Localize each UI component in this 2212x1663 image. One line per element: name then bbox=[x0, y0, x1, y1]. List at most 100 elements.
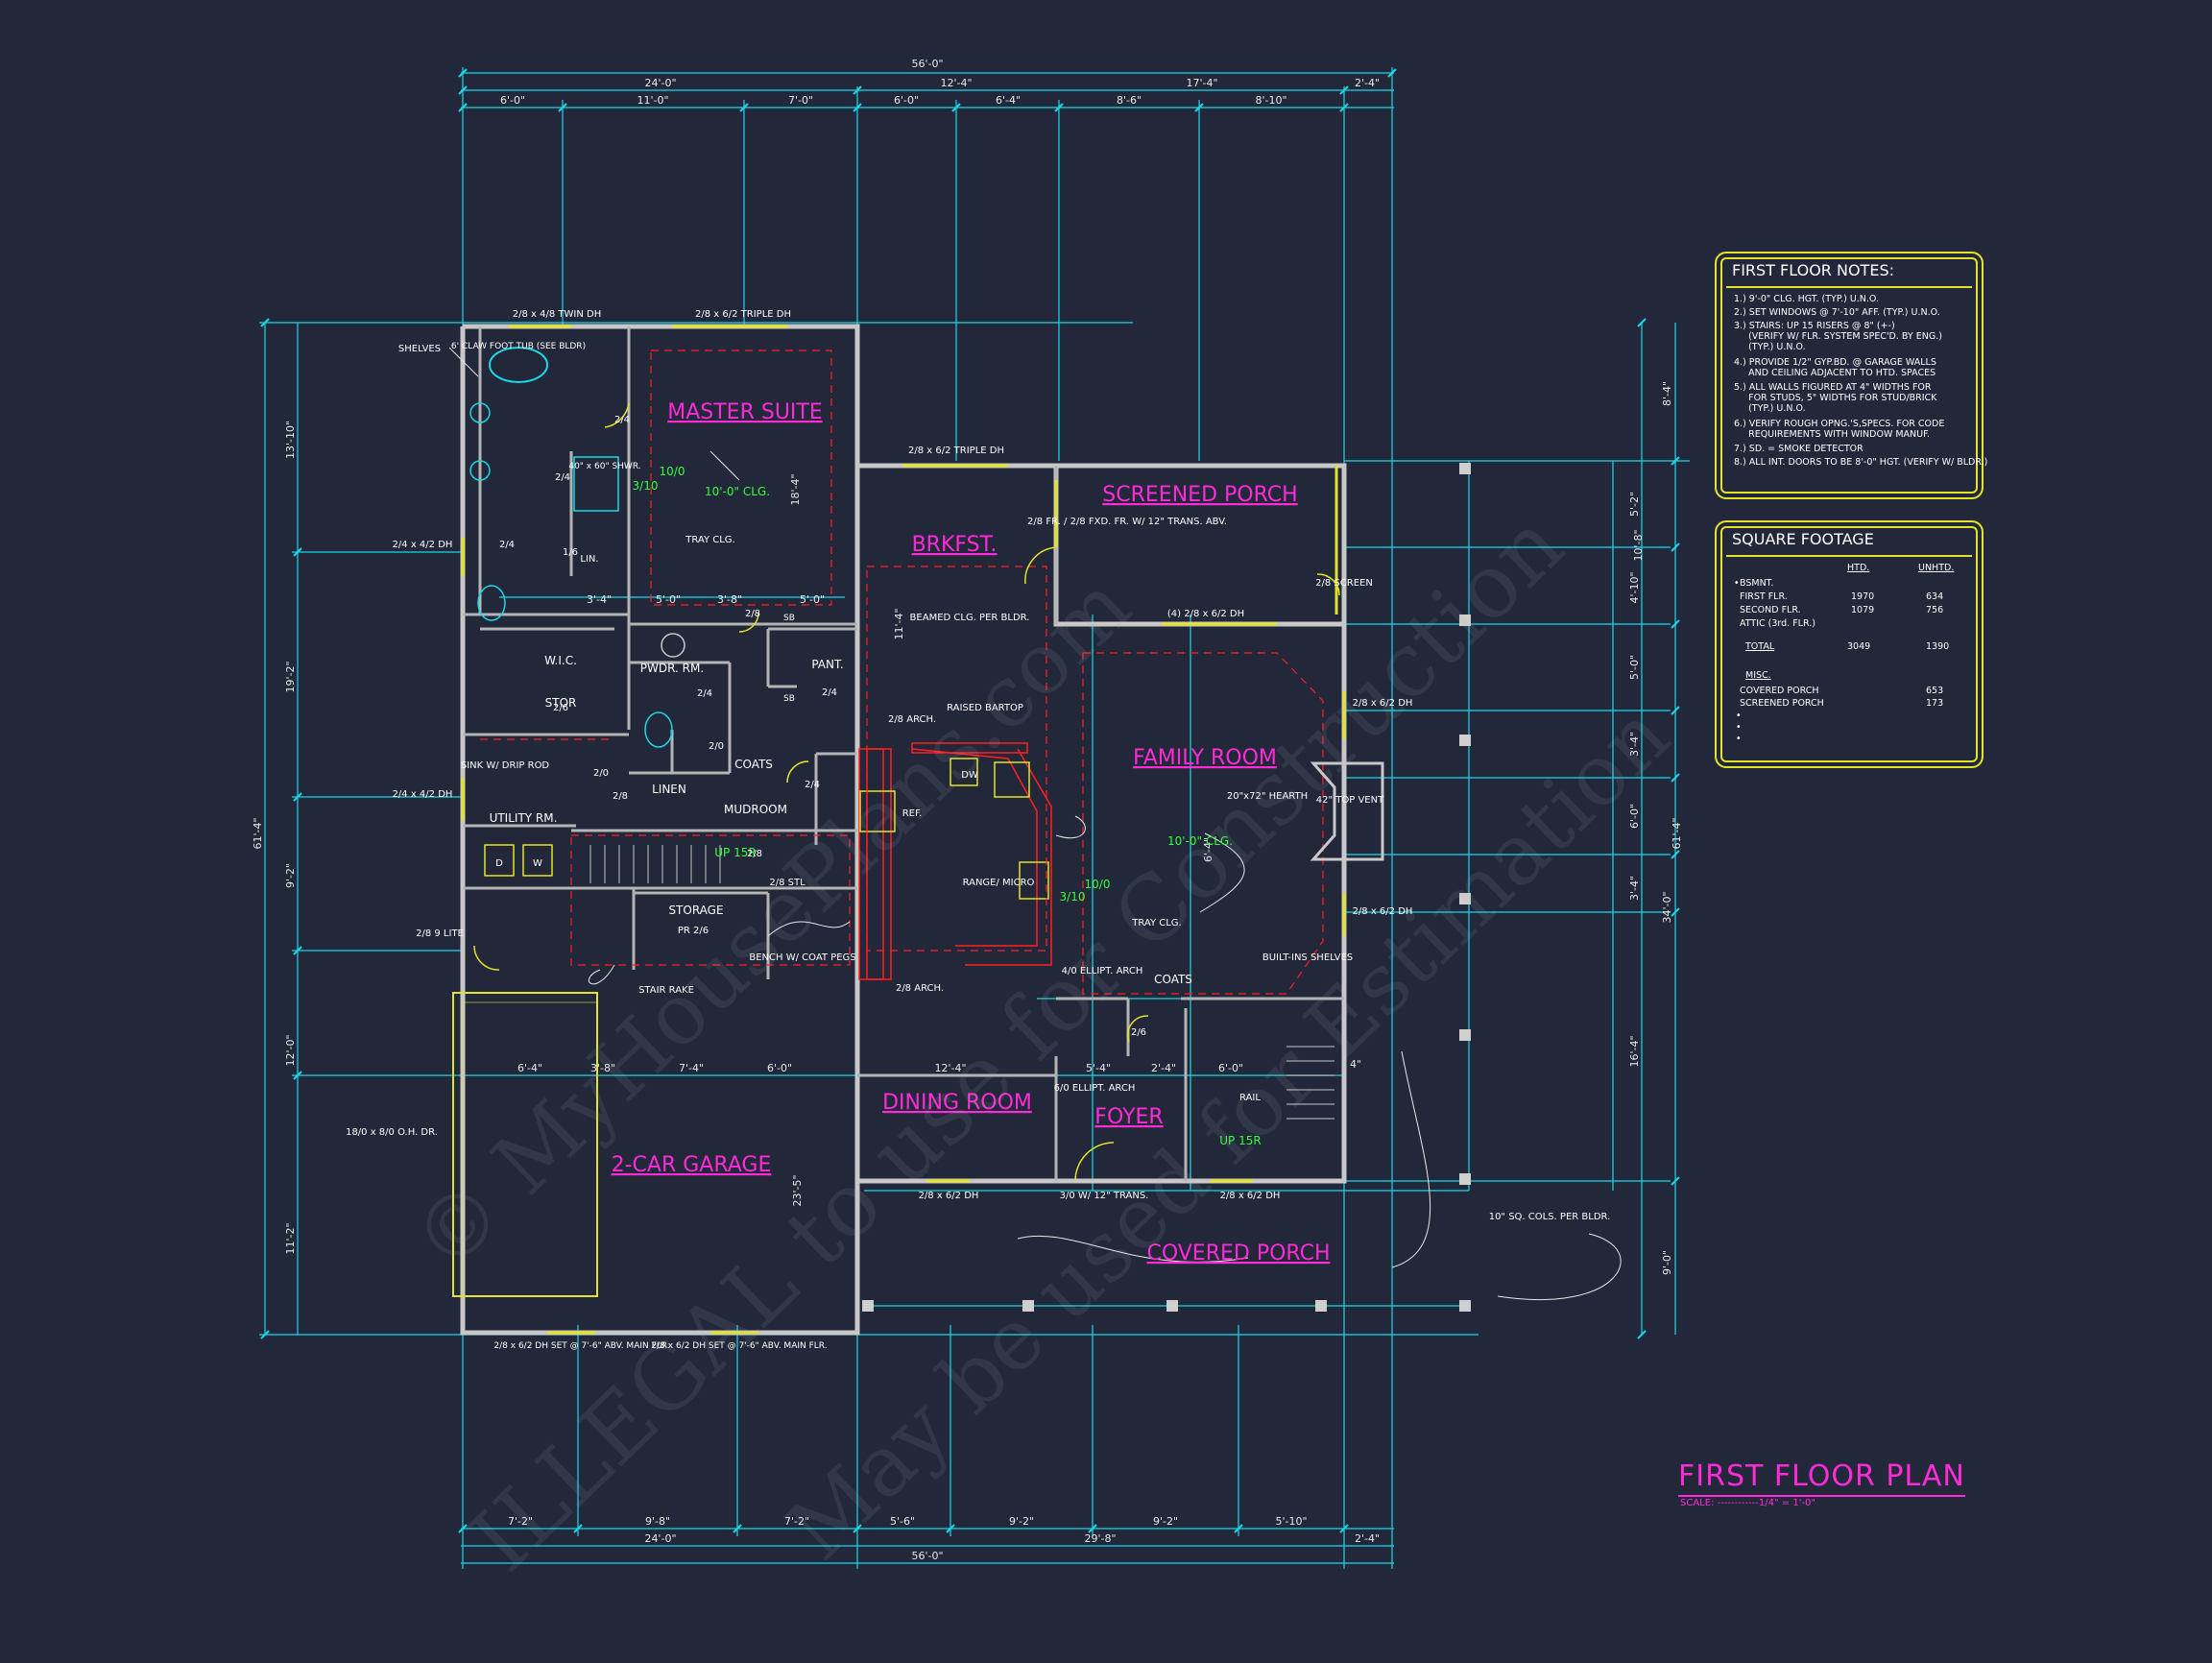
label-beamed-ceiling: BEAMED CLG. PER BLDR. bbox=[910, 613, 1030, 623]
label-tub: 6' CLAW FOOT TUB (SEE BLDR) bbox=[451, 342, 586, 351]
claw-foot-tub bbox=[489, 347, 548, 383]
dim-top-3: 8'-10" bbox=[1255, 94, 1286, 107]
powder-sink bbox=[661, 633, 685, 658]
dim-interior: 6'-0" bbox=[767, 1062, 792, 1074]
room-pantry: PANT. bbox=[811, 658, 843, 671]
room-master-suite: MASTER SUITE bbox=[667, 400, 823, 424]
dim-left: 13'-10" bbox=[284, 421, 297, 459]
dim-left: 11'-2" bbox=[284, 1222, 297, 1254]
dim-interior: 18'-4" bbox=[789, 473, 802, 505]
dim-right: 6'-0" bbox=[1628, 804, 1641, 829]
dim-bottom-2: 24'-0" bbox=[644, 1532, 676, 1545]
sqft-misc-label: MISC. bbox=[1745, 670, 1771, 681]
room-powder: PWDR. RM. bbox=[640, 662, 704, 675]
label-window-bottom-2: 2/8 x 6/2 DH SET @ 7'-6" ABV. MAIN FLR. bbox=[651, 1341, 827, 1351]
dim-bottom-2: 2'-4" bbox=[1355, 1532, 1380, 1545]
sqft-bullet: • bbox=[1736, 711, 1742, 721]
label-window-bottom-1: 2/8 x 6/2 DH SET @ 7'-6" ABV. MAIN FLR. bbox=[493, 1341, 669, 1351]
sqft-col-htd: HTD. bbox=[1847, 563, 1870, 573]
label-washer: W bbox=[533, 858, 542, 869]
sink-1 bbox=[469, 402, 491, 423]
label-door: 2/4 bbox=[555, 472, 570, 483]
dim-bottom-1: 7'-2" bbox=[508, 1515, 533, 1528]
dim-right: 3'-4" bbox=[1628, 876, 1641, 901]
label-door-310-b: 3/10 bbox=[1060, 890, 1086, 904]
dim-top-2: 24'-0" bbox=[644, 77, 676, 89]
interior-walls bbox=[463, 326, 1344, 1181]
dim-right: 4'-10" bbox=[1628, 571, 1641, 603]
dim-bottom-overall: 56'-0" bbox=[911, 1550, 943, 1562]
label-shelf-bracket: SB bbox=[783, 694, 795, 704]
label-columns: 10" SQ. COLS. PER BLDR. bbox=[1489, 1212, 1611, 1222]
dim-left-overall: 61'-4" bbox=[252, 817, 264, 849]
dim-top-3: 6'-4" bbox=[996, 94, 1021, 107]
label-window-family-1: 2/8 x 6/2 DH bbox=[1353, 698, 1413, 709]
washer bbox=[522, 844, 553, 877]
sqft-misc-val: 173 bbox=[1926, 698, 1944, 709]
room-screened-porch: SCREENED PORCH bbox=[1102, 483, 1297, 507]
room-wic: W.I.C. bbox=[544, 654, 577, 667]
label-top-vent: 42" TOP VENT bbox=[1316, 795, 1384, 806]
porch-columns bbox=[862, 463, 1471, 1312]
label-arch-1: 2/8 ARCH. bbox=[888, 714, 936, 725]
sqft-misc-row: SCREENED PORCH bbox=[1740, 698, 1824, 709]
room-labels: MASTER SUITE SCREENED PORCH BRKFST. FAMI… bbox=[612, 400, 1331, 1265]
label-rail: RAIL bbox=[1239, 1093, 1261, 1103]
label-door-1010-b: 10/0 bbox=[1085, 878, 1111, 891]
sqft-row-htd: 1970 bbox=[1851, 591, 1875, 602]
dim-left: 12'-0" bbox=[284, 1034, 297, 1066]
dim-top-2: 12'-4" bbox=[940, 77, 972, 89]
label-tray-ceiling: TRAY CLG. bbox=[685, 535, 734, 545]
dim-interior: 7'-4" bbox=[679, 1062, 704, 1074]
label-window-foyer: 2/8 x 6/2 DH bbox=[1220, 1191, 1281, 1201]
notes-divider bbox=[1726, 286, 1972, 288]
label-window-dining: 2/8 x 6/2 DH bbox=[919, 1191, 979, 1201]
label-door: 2/4 bbox=[822, 687, 837, 698]
note-item: 7.) SD. = SMOKE DETECTOR bbox=[1734, 444, 1863, 454]
label-door: 2/6 bbox=[553, 703, 568, 713]
dim-top-3: 6'-0" bbox=[500, 94, 525, 107]
label-door: 2/8 bbox=[745, 609, 760, 619]
label-range: RANGE/ MICRO bbox=[963, 878, 1035, 888]
dim-right: 10'-8" bbox=[1632, 529, 1645, 561]
label-window-brk: 2/8 x 6/2 TRIPLE DH bbox=[908, 446, 1004, 456]
label-master-ceiling: 10'-0" CLG. bbox=[705, 485, 770, 498]
dim-top-2: 2'-4" bbox=[1355, 77, 1380, 89]
label-door: 2/8 STL bbox=[769, 878, 805, 888]
label-door-310: 3/10 bbox=[633, 479, 659, 493]
dim-bottom-2: 29'-8" bbox=[1084, 1532, 1116, 1545]
toilet-powder bbox=[644, 711, 673, 748]
sqft-bullet: • bbox=[1736, 722, 1742, 733]
label-window-left-2: 2/4 x 4/2 DH bbox=[393, 789, 453, 800]
sqft-divider bbox=[1726, 555, 1972, 557]
note-item: 4.) PROVIDE 1/2" GYP.BD. @ GARAGE WALLS … bbox=[1734, 357, 1936, 378]
sqft-bullet: • bbox=[1736, 734, 1742, 744]
label-window-family-2: 2/8 x 6/2 DH bbox=[1353, 906, 1413, 917]
sqft-total-label: TOTAL bbox=[1745, 641, 1775, 652]
plan-title: FIRST FLOOR PLAN bbox=[1678, 1459, 1965, 1497]
room-garage: 2-CAR GARAGE bbox=[612, 1153, 772, 1177]
windows bbox=[461, 325, 1346, 1335]
dim-top-3: 6'-0" bbox=[894, 94, 919, 107]
label-screen-door: 2/8 SCREEN bbox=[1315, 578, 1373, 589]
dim-right: 16'-4" bbox=[1628, 1035, 1641, 1067]
label-refrigerator: REF. bbox=[902, 808, 923, 819]
fireplace bbox=[1310, 761, 1384, 861]
dim-right: 9'-0" bbox=[1661, 1250, 1673, 1275]
dim-interior: 6'-0" bbox=[1218, 1062, 1243, 1074]
label-door: 2/8 bbox=[747, 849, 762, 859]
sqft-title: SQUARE FOOTAGE bbox=[1732, 530, 1874, 548]
label-door: 1/6 bbox=[563, 547, 578, 558]
dim-right: 5'-0" bbox=[1628, 655, 1641, 680]
dim-bottom-1: 9'-2" bbox=[1009, 1515, 1034, 1528]
garage-interior-outline bbox=[462, 1001, 598, 1297]
sqft-row-unhtd: 634 bbox=[1926, 591, 1944, 602]
note-item: 1.) 9'-0" CLG. HGT. (TYP.) U.N.O. bbox=[1734, 294, 1880, 304]
kitchen-cabinets bbox=[858, 742, 1052, 980]
label-window-left-3: 2/8 9 LITE bbox=[416, 928, 464, 939]
sqft-row-htd: 1079 bbox=[1851, 605, 1875, 615]
label-shower: 40" x 60" SHWR. bbox=[568, 462, 640, 471]
dim-interior: 4" bbox=[1350, 1058, 1361, 1071]
door-swings bbox=[473, 402, 1340, 1182]
